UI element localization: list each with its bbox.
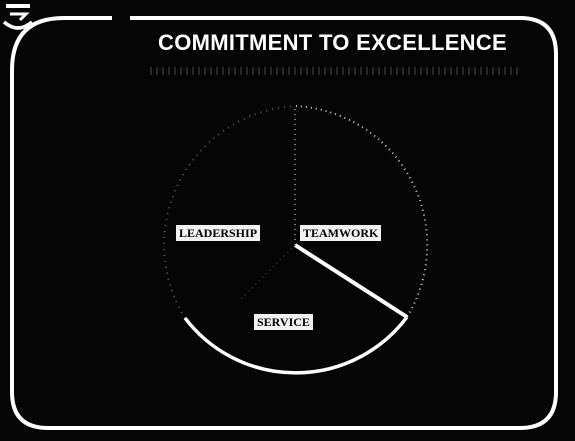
pie-label-service: SERVICE <box>254 314 313 330</box>
pie-label-teamwork: TEAMWORK <box>300 225 382 241</box>
pie-slice-leadership <box>163 105 296 319</box>
pie-divider-right <box>293 243 409 319</box>
pie-slice-service <box>183 315 409 375</box>
pie-divider-left <box>239 244 296 301</box>
slide-title: COMMITMENT TO EXCELLENCE <box>158 30 508 55</box>
logo-icon <box>2 4 34 30</box>
pie-label-leadership: LEADERSHIP <box>176 225 261 241</box>
pie-chart <box>163 104 429 375</box>
frame-border <box>10 16 558 430</box>
subtitle-smudge <box>150 67 520 75</box>
